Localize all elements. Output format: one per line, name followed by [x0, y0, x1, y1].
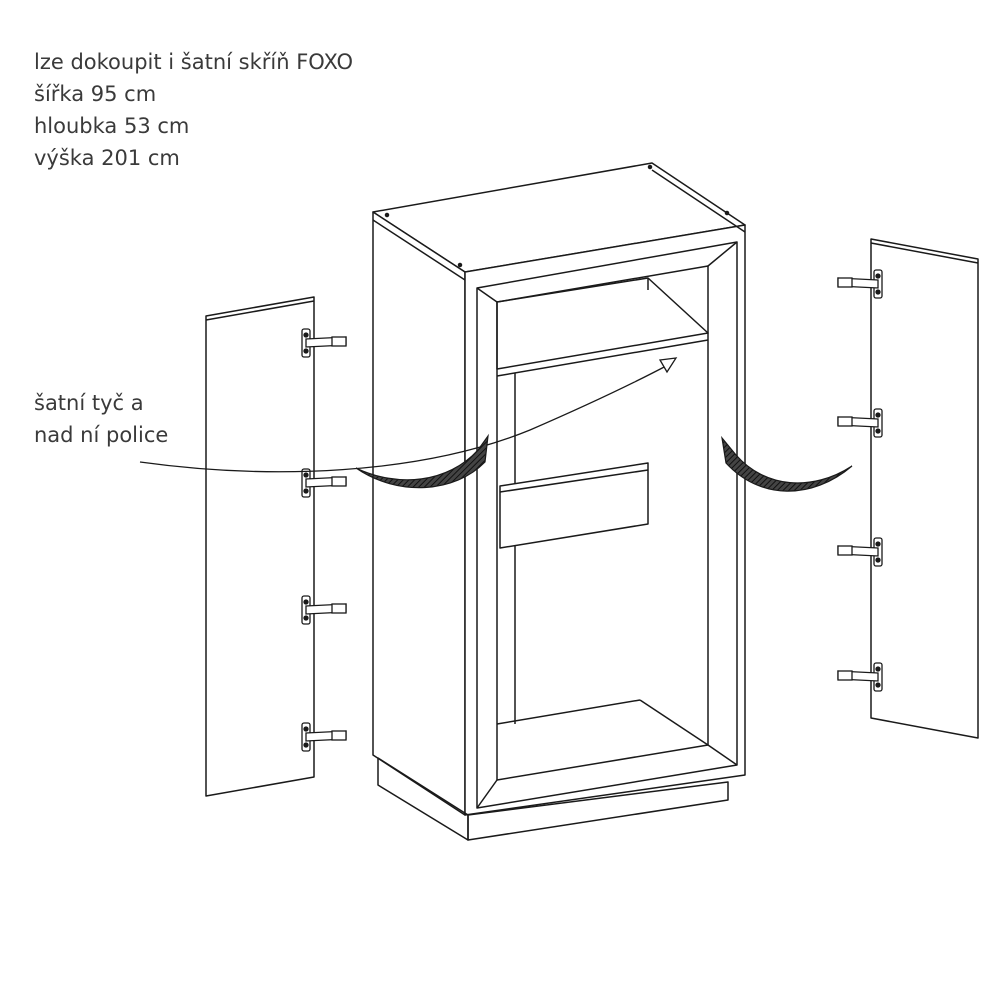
right-door-panel [870, 238, 979, 739]
cabinet-body [372, 162, 746, 841]
hinge-icon [301, 468, 347, 498]
callout-arrow-head [658, 357, 678, 374]
hinge-icon [837, 408, 883, 438]
left-door-panel [205, 296, 315, 797]
hinge-icon [837, 662, 883, 692]
info-line-related-product: lze dokoupit i šatní skříň FOXO [34, 50, 354, 74]
info-line-height: výška 201 cm [34, 146, 180, 170]
product-info: lze dokoupit i šatní skříň FOXO šířka 95… [34, 46, 353, 174]
callout-label: šatní tyč a nad ní police [34, 387, 168, 451]
left-door-hinges [301, 328, 347, 752]
left-door-mount-arrow [355, 433, 489, 489]
callout-line-1: šatní tyč a [34, 391, 144, 415]
cabinet-left-side [372, 211, 466, 816]
info-line-width: šířka 95 cm [34, 82, 157, 106]
hinge-icon [301, 595, 347, 625]
hinge-icon [301, 722, 347, 752]
right-door-mount-arrow [721, 435, 853, 492]
right-door [870, 238, 979, 739]
right-door-hinges [837, 269, 883, 692]
middle-shelf [499, 462, 649, 549]
hinge-icon [837, 269, 883, 299]
hinge-icon [301, 328, 347, 358]
left-door [205, 296, 315, 797]
info-line-depth: hloubka 53 cm [34, 114, 190, 138]
top-shelf [496, 277, 709, 370]
hinge-icon [837, 537, 883, 567]
callout-line-2: nad ní police [34, 423, 169, 447]
